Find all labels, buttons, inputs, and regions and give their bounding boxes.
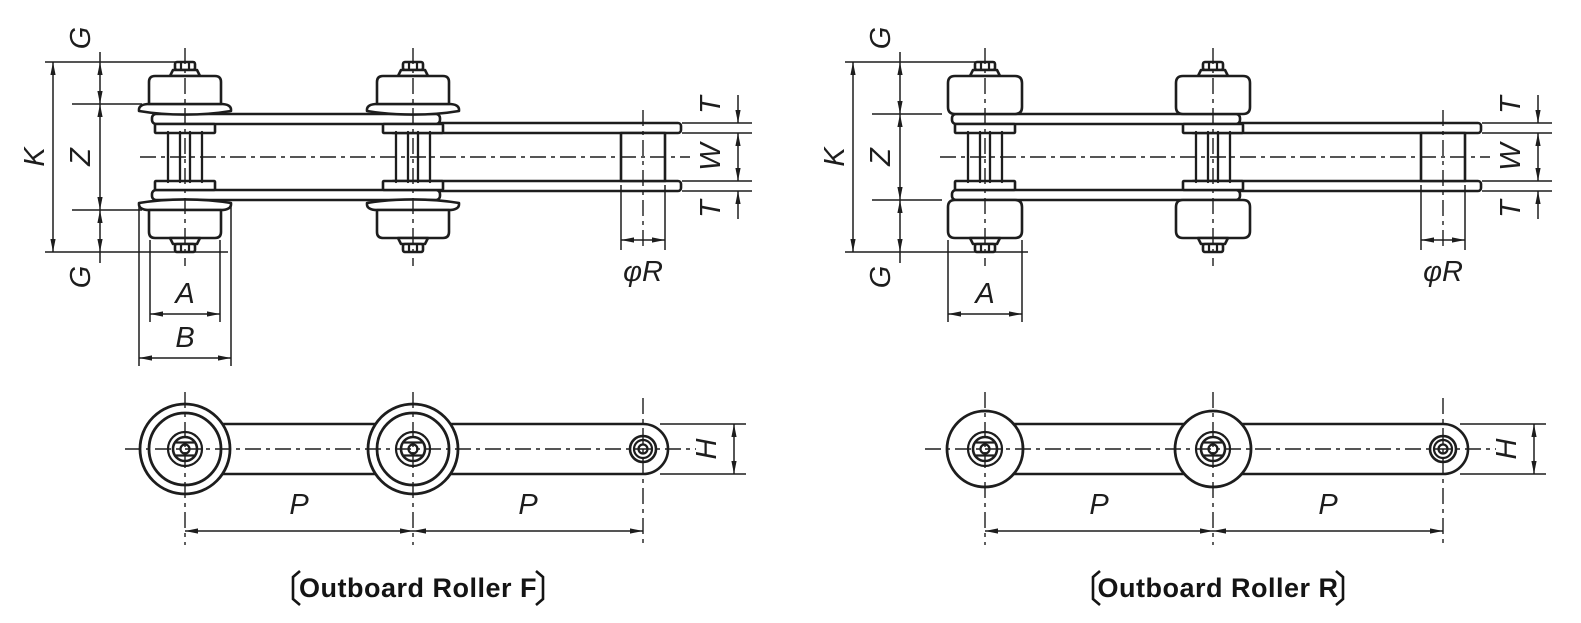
- dimension-roller-diameter: φR: [620, 185, 666, 288]
- plain-roller: [1174, 60, 1252, 116]
- dimension-h: H: [660, 423, 746, 475]
- dimension-h: H: [1460, 423, 1546, 475]
- centerlines: [140, 48, 690, 266]
- dimension-pitch: P P: [985, 489, 1443, 534]
- dimension-label-k: K: [819, 146, 851, 167]
- roller-circles-pin2: [366, 402, 460, 496]
- dimension-label-w: W: [695, 141, 727, 171]
- dimension-label-a: A: [173, 278, 194, 310]
- dimension-label-t-bottom: T: [1495, 198, 1527, 218]
- centerlines: [940, 48, 1490, 266]
- plan-view-r: P P H: [925, 392, 1546, 545]
- caption-bracket-open: [291, 570, 301, 606]
- dimension-pitch: P P: [185, 489, 643, 534]
- dimension-label-t-top: T: [1495, 94, 1527, 114]
- dimension-label-pitch-right: P: [518, 489, 538, 521]
- dimension-label-pitch-left: P: [1089, 489, 1109, 521]
- plain-roller: [946, 60, 1024, 116]
- dimension-label-t-bottom: T: [695, 198, 727, 218]
- dimension-label-roller-diameter: φR: [623, 256, 663, 288]
- dimension-t-w-t: T W T: [1482, 94, 1552, 219]
- centerlines: [925, 392, 1496, 545]
- dimension-label-b: B: [175, 322, 194, 354]
- dimension-label-pitch-right: P: [1318, 489, 1338, 521]
- dimension-label-g-bottom: G: [65, 266, 97, 289]
- dimension-label-z: Z: [865, 147, 897, 167]
- dimension-label-roller-diameter: φR: [1423, 256, 1463, 288]
- dimension-label-z: Z: [65, 147, 97, 167]
- dimension-left: G K Z G: [19, 27, 228, 289]
- roller-body: [946, 74, 1024, 116]
- caption-bracket-close: [535, 570, 545, 606]
- dimension-label-h: H: [691, 438, 723, 459]
- dimension-label-w: W: [1495, 141, 1527, 171]
- caption-bracket-open: [1091, 570, 1101, 606]
- flanged-roller: [365, 198, 461, 254]
- outer-link-plate: [950, 188, 1242, 202]
- dimension-a-b: A B: [138, 206, 232, 366]
- figure-outboard-roller-f: G K Z G A B T W T: [19, 27, 752, 606]
- dimension-label-a: A: [973, 278, 994, 310]
- dimension-left: G K Z G: [819, 27, 1028, 289]
- side-view-r: G K Z G A T W T φR: [819, 27, 1552, 322]
- caption-text: Outboard Roller R: [1097, 573, 1338, 603]
- figure-caption: Outboard Roller F: [291, 570, 545, 606]
- plan-view-f: P P H: [125, 392, 746, 545]
- dimension-label-g-top: G: [865, 27, 897, 50]
- outer-link-plate: [950, 112, 1242, 126]
- dimension-a: A: [947, 240, 1023, 322]
- figure-caption: Outboard Roller R: [1091, 570, 1345, 606]
- dimension-label-g-bottom: G: [865, 266, 897, 289]
- dimension-label-t-top: T: [695, 94, 727, 114]
- figure-outboard-roller-r: G K Z G A T W T φR: [819, 27, 1552, 606]
- caption-text: Outboard Roller F: [299, 573, 537, 603]
- side-view-f: G K Z G A B T W T: [19, 27, 752, 366]
- dimension-label-k: K: [19, 146, 51, 167]
- caption-bracket-close: [1335, 570, 1345, 606]
- outer-link-plate: [150, 188, 442, 202]
- centerlines: [125, 392, 696, 545]
- outer-link-plate: [150, 112, 442, 126]
- dimension-roller-diameter: φR: [1420, 185, 1466, 288]
- dimension-label-g-top: G: [65, 27, 97, 50]
- dimension-t-w-t: T W T: [682, 94, 752, 219]
- dimension-label-pitch-left: P: [289, 489, 309, 521]
- dimension-label-h: H: [1491, 438, 1523, 459]
